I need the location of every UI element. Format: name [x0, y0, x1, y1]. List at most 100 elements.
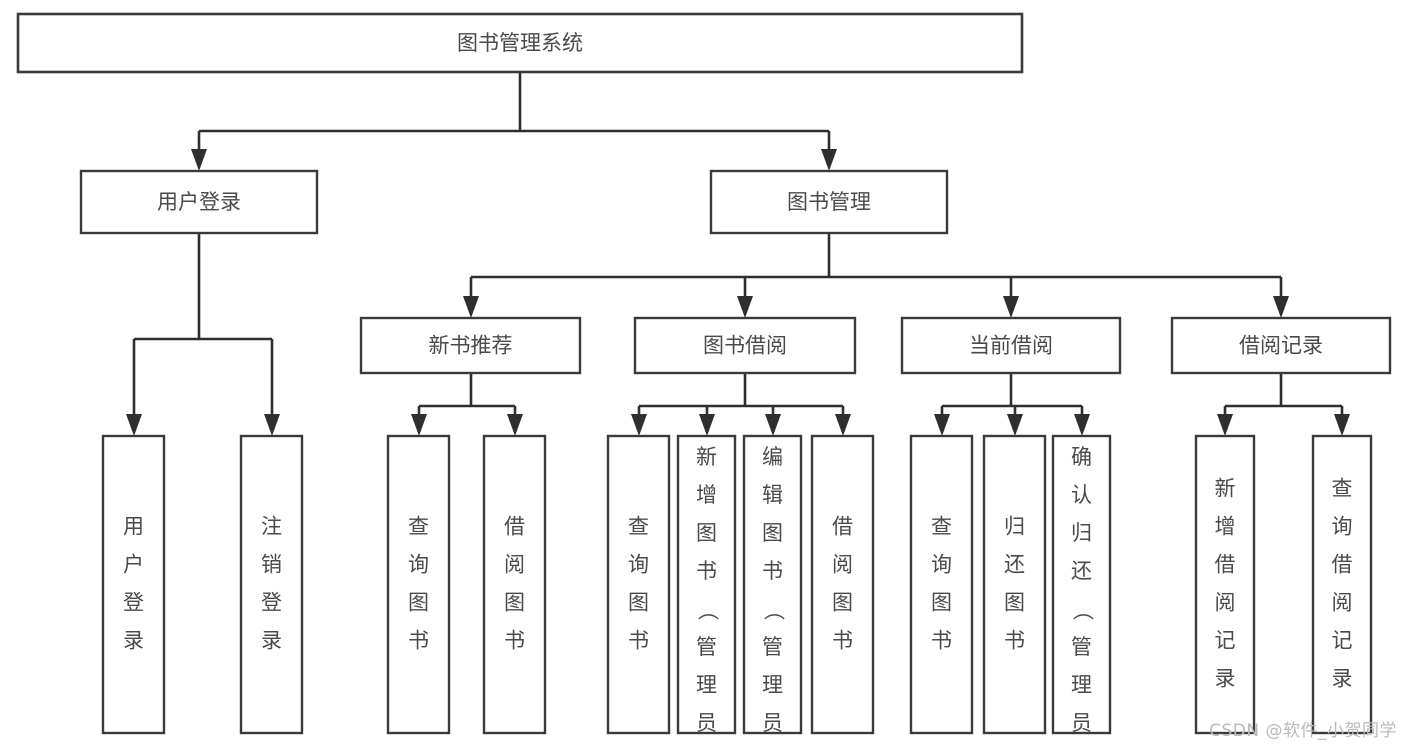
arrow-head-icon	[1007, 414, 1023, 436]
node-new-book-recommend[interactable]: 新书推荐	[359, 316, 582, 375]
node-label-char: 记	[1215, 629, 1236, 653]
node-label-char: 询	[408, 553, 429, 577]
node-label-char: 用	[123, 515, 144, 539]
arrow-head-icon	[126, 414, 142, 436]
node-label-char: 注	[261, 515, 282, 539]
node-box	[633, 316, 857, 375]
arrow-head-icon	[737, 296, 753, 318]
node-label-char: 询	[1332, 515, 1353, 539]
node-label-char: 理	[696, 673, 717, 697]
node-box	[982, 434, 1047, 735]
node-label-char: 图	[762, 521, 783, 545]
node-label-char: 录	[123, 629, 144, 653]
node-user-login[interactable]: 用户登录	[79, 169, 319, 235]
node-root[interactable]: 图书管理系统	[16, 12, 1024, 74]
node-label-char: 借	[1215, 553, 1236, 577]
node-box	[79, 169, 319, 235]
node-label-char: 增	[1215, 515, 1236, 539]
node-label-char: 阅	[832, 553, 853, 577]
node-label-char: 书	[832, 629, 853, 653]
node-label-char: 查	[408, 515, 429, 539]
node-label: 用户登录	[157, 190, 241, 214]
arrow-head-icon	[631, 414, 647, 436]
node-box	[359, 316, 582, 375]
node-layer: 图书管理系统用户登录图书管理新书推荐图书借阅当前借阅借阅记录用户登录注销登录查询…	[16, 12, 1392, 747]
node-label-char: 书	[408, 629, 429, 653]
node-label-char: 书	[931, 629, 952, 653]
node-current-borrow[interactable]: 当前借阅	[900, 316, 1122, 375]
node-label-char: 还	[1004, 553, 1025, 577]
node-label: 图书借阅	[703, 334, 787, 358]
node-label-char: 录	[1215, 667, 1236, 691]
node-label-char: 询	[931, 553, 952, 577]
arrow-head-icon	[191, 149, 207, 171]
node-box	[709, 169, 949, 235]
node-book-manage[interactable]: 图书管理	[709, 169, 949, 235]
node-label: 当前借阅	[969, 334, 1053, 358]
node-box	[1051, 434, 1112, 735]
node-label: 图书管理系统	[457, 31, 583, 55]
node-label-char: 询	[628, 553, 649, 577]
arrow-head-icon	[821, 149, 837, 171]
node-label: 借阅记录	[1239, 334, 1323, 358]
node-label-char: 书	[628, 629, 649, 653]
node-label-char: 书	[1004, 629, 1025, 653]
node-label-char: 管	[696, 635, 717, 659]
node-label-char: 查	[931, 515, 952, 539]
arrow-head-icon	[411, 414, 427, 436]
arrow-head-icon	[934, 414, 950, 436]
node-label-char: 书	[504, 629, 525, 653]
node-label-char: （	[1071, 600, 1095, 621]
node-box	[16, 12, 1024, 74]
arrow-head-icon	[765, 414, 781, 436]
node-label-char: 录	[1332, 667, 1353, 691]
node-label-char: 理	[1071, 673, 1092, 697]
node-label: 新书推荐	[429, 334, 513, 358]
node-label-char: 员	[696, 711, 717, 735]
node-label-char: 销	[261, 553, 282, 577]
connector-layer	[126, 72, 1350, 436]
node-label-char: 登	[261, 591, 282, 615]
node-label-char: 确	[1071, 445, 1092, 469]
node-label-char: 新	[696, 445, 717, 469]
node-label-char: 管	[1071, 635, 1092, 659]
node-label-char: 图	[832, 591, 853, 615]
node-book-borrow[interactable]: 图书借阅	[633, 316, 857, 375]
node-label-char: 图	[504, 591, 525, 615]
node-label-char: 还	[1071, 559, 1092, 583]
node-box	[1170, 316, 1392, 375]
node-label-char: 归	[1071, 521, 1092, 545]
node-label-char: 辑	[762, 483, 783, 507]
arrow-head-icon	[507, 414, 523, 436]
node-label-char: 阅	[504, 553, 525, 577]
node-box	[101, 434, 166, 735]
arrow-head-icon	[463, 296, 479, 318]
node-label-char: 图	[628, 591, 649, 615]
node-box	[1311, 434, 1373, 735]
node-box	[606, 434, 671, 735]
node-label-char: 登	[123, 591, 144, 615]
node-label-char: 记	[1332, 629, 1353, 653]
arrow-head-icon	[1334, 414, 1350, 436]
node-label-char: 员	[762, 711, 783, 735]
node-leaf-user-login[interactable]: 用户登录	[101, 434, 166, 735]
node-label-char: 编	[762, 445, 783, 469]
arrow-head-icon	[1003, 296, 1019, 318]
node-borrow-record[interactable]: 借阅记录	[1170, 316, 1392, 375]
node-label-char: 图	[1004, 591, 1025, 615]
node-label-char: 员	[1071, 711, 1092, 735]
